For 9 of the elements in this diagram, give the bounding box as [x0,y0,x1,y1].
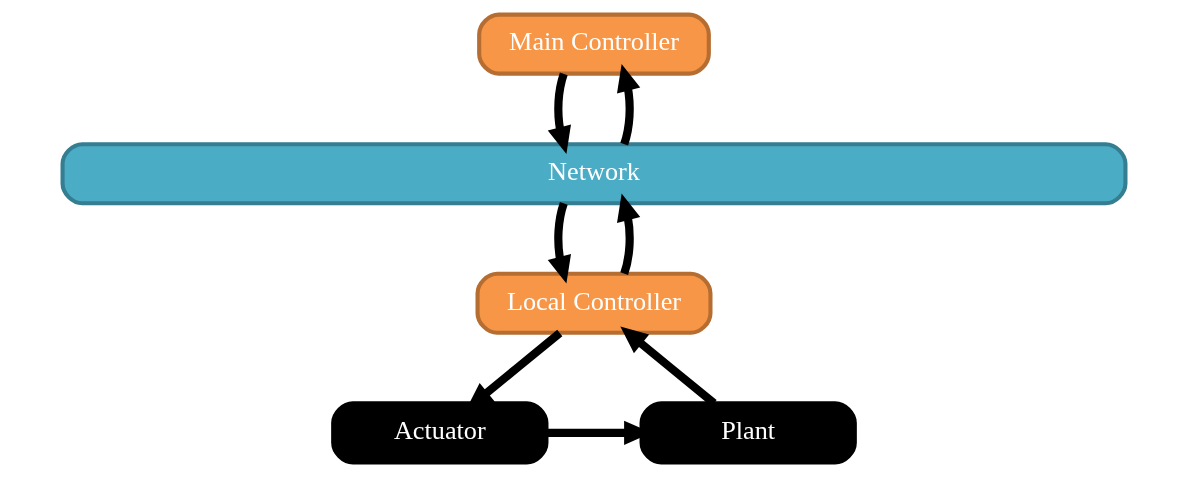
arrow [547,202,571,284]
node-box: Local Controller [475,271,712,335]
arrow [616,63,640,146]
node-box: Actuator [330,401,548,465]
arrow [547,72,571,154]
node-box: Main Controller [476,12,711,76]
node-box: Network [60,142,1127,206]
arrow [616,193,640,275]
node-box: Plant [639,401,857,465]
